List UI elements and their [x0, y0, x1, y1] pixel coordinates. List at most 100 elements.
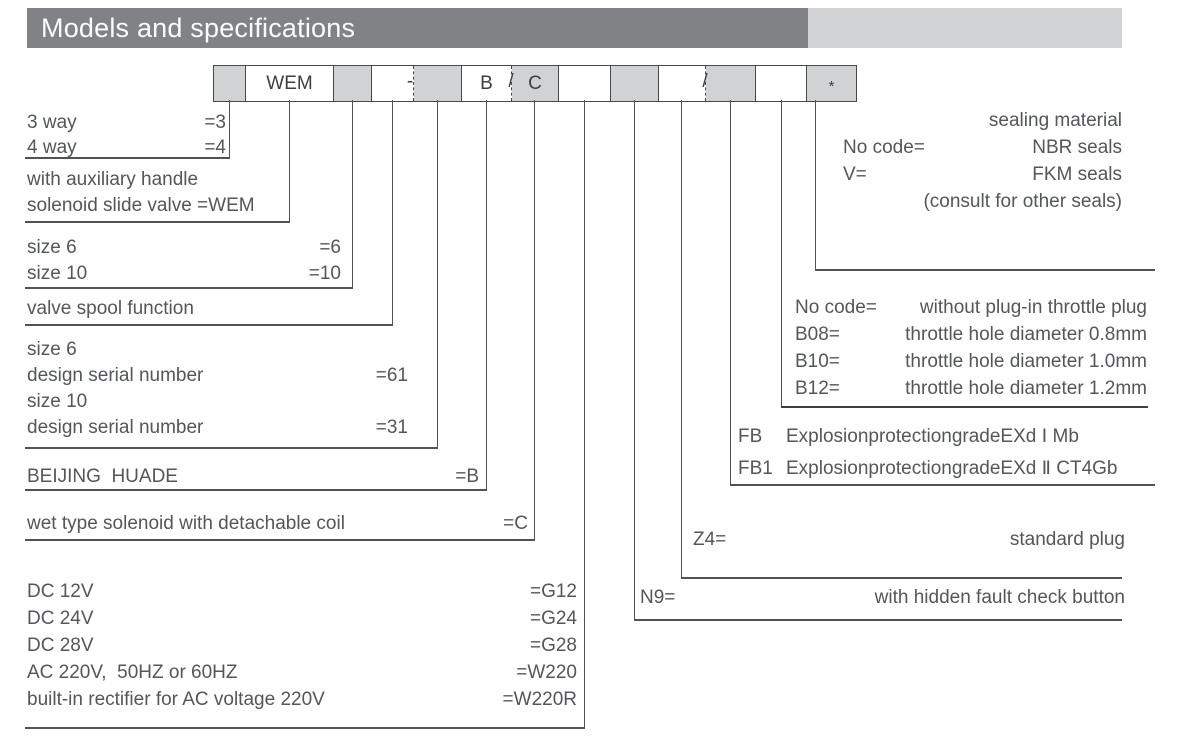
voltage-section: DC 12V =G12 DC 24V =G24 DC 28V =G28 AC 2…	[27, 578, 577, 713]
spec-row: size 10 =10	[27, 261, 341, 287]
underline-ways	[25, 157, 230, 159]
spec-row: size 10	[27, 389, 408, 415]
spec-label: V=	[843, 164, 867, 185]
model-code-cell-12	[756, 66, 807, 101]
spec-value: =W220R	[502, 689, 577, 710]
underline-coil	[25, 539, 535, 541]
fault-check-section: N9= with hidden fault check button	[640, 585, 1125, 611]
spec-row: size 6 =6	[27, 235, 341, 261]
spec-row: N9= with hidden fault check button	[640, 585, 1125, 611]
spec-row: 3 way =3	[27, 110, 226, 135]
model-code-cell-5	[414, 66, 462, 101]
spec-value: throttle hole diameter 1.2mm	[905, 378, 1147, 399]
underline-plug	[681, 577, 1122, 579]
spec-label: DC 28V	[27, 635, 94, 656]
spec-row: sealing material	[843, 107, 1122, 134]
spool-section: valve spool function	[27, 296, 407, 322]
model-code-row: WEM B C *	[213, 65, 857, 102]
model-code-cell-10	[659, 66, 706, 101]
spec-label: 4 way	[27, 137, 77, 158]
model-code-cell-2: WEM	[246, 66, 334, 101]
size-section: size 6 =6 size 10 =10	[27, 235, 341, 287]
model-code-cell-13: *	[807, 66, 856, 101]
spec-label: DC 12V	[27, 581, 94, 602]
spec-value: =10	[308, 263, 341, 284]
spec-value: without plug-in throttle plug	[919, 297, 1147, 318]
connector-line-size	[352, 100, 354, 288]
spec-row: FB1 ExplosionprotectiongradeEXd Ⅱ CT4Gb	[738, 455, 1158, 482]
spec-row: size 6	[27, 337, 408, 363]
underline-handle	[25, 221, 290, 223]
header-bar-light	[808, 8, 1122, 48]
spec-value: =G24	[529, 608, 577, 629]
plug-section: Z4= standard plug	[693, 527, 1125, 553]
underline-sealing	[815, 269, 1155, 271]
connector-line-handle	[289, 100, 291, 222]
spec-label: B08=	[795, 324, 840, 345]
model-code-cell-11	[706, 66, 756, 101]
spec-label: design serial number	[27, 365, 204, 386]
connector-line-plug	[681, 100, 683, 578]
design-serial-section: size 6 design serial number =61 size 10 …	[27, 337, 408, 441]
model-code-cell-7: C	[512, 66, 559, 101]
spec-value: =B	[455, 466, 479, 487]
spec-value: (consult for other seals)	[923, 191, 1122, 212]
spec-value: =C	[503, 513, 528, 534]
connector-line-coil	[534, 100, 536, 540]
spec-value: =3	[204, 112, 226, 133]
spec-label: valve spool function	[27, 298, 194, 319]
spec-row: DC 24V =G24	[27, 605, 577, 632]
code-separator-dash: -	[406, 71, 414, 92]
spec-row: FB ExplosionprotectiongradeEXd Ⅰ Mb	[738, 423, 1158, 450]
spec-row: wet type solenoid with detachable coil =…	[27, 511, 528, 537]
model-code-cell-8	[559, 66, 611, 101]
spec-label: B10=	[795, 351, 840, 372]
spec-value: ExplosionprotectiongradeEXd Ⅱ CT4Gb	[786, 458, 1118, 479]
spec-value: NBR seals	[1032, 137, 1122, 158]
spec-row: B08= throttle hole diameter 0.8mm	[795, 321, 1147, 348]
spec-label: size 10	[27, 391, 88, 412]
spec-label: size 6	[27, 237, 77, 258]
underline-voltage	[25, 727, 585, 729]
spec-row: built-in rectifier for AC voltage 220V =…	[27, 686, 577, 713]
spec-label: Z4=	[693, 529, 727, 550]
spec-label: design serial number	[27, 417, 204, 438]
model-code-cell-6: B	[462, 66, 512, 101]
page-title: Models and specifications	[41, 13, 356, 43]
brand-section: BEIJING HUADE =B	[27, 464, 479, 490]
spec-row: No code= NBR seals	[843, 134, 1122, 161]
handle-section: with auxiliary handle solenoid slide val…	[27, 167, 307, 219]
ways-section: 3 way =3 4 way =4	[27, 110, 226, 160]
connector-line-throttle	[781, 100, 783, 408]
spec-label: B12=	[795, 378, 840, 399]
spec-row: B10= throttle hole diameter 1.0mm	[795, 348, 1147, 375]
code-separator-slash2: /	[702, 71, 708, 92]
model-code-cell-3	[334, 66, 372, 101]
header-bar-dark	[27, 8, 808, 48]
spec-value: =G28	[529, 635, 577, 656]
spec-row: BEIJING HUADE =B	[27, 464, 479, 490]
spec-row: AC 220V, 50HZ or 60HZ =W220	[27, 659, 577, 686]
spec-value: FKM seals	[1032, 164, 1122, 185]
model-code-cell-4	[372, 66, 414, 101]
spec-label: N9=	[640, 587, 676, 608]
connector-line-fault	[634, 100, 636, 620]
connector-line-ways	[229, 100, 231, 158]
spec-label: No code=	[843, 137, 925, 158]
spec-row: Z4= standard plug	[693, 527, 1125, 553]
spec-row: No code= without plug-in throttle plug	[795, 294, 1147, 321]
spec-value: =4	[204, 137, 226, 158]
connector-line-spool	[392, 100, 394, 325]
underline-spool	[25, 324, 393, 326]
spec-label: AC 220V, 50HZ or 60HZ	[27, 662, 238, 683]
spec-label: BEIJING HUADE	[27, 466, 178, 487]
spec-value: =31	[375, 417, 408, 438]
spec-row: B12= throttle hole diameter 1.2mm	[795, 375, 1147, 402]
spec-value: =6	[319, 237, 341, 258]
underline-fault	[634, 619, 1122, 621]
spec-row: 4 way =4	[27, 135, 226, 160]
spec-row: V= FKM seals	[843, 161, 1122, 188]
coil-section: wet type solenoid with detachable coil =…	[27, 511, 528, 537]
spec-label: DC 24V	[27, 608, 94, 629]
